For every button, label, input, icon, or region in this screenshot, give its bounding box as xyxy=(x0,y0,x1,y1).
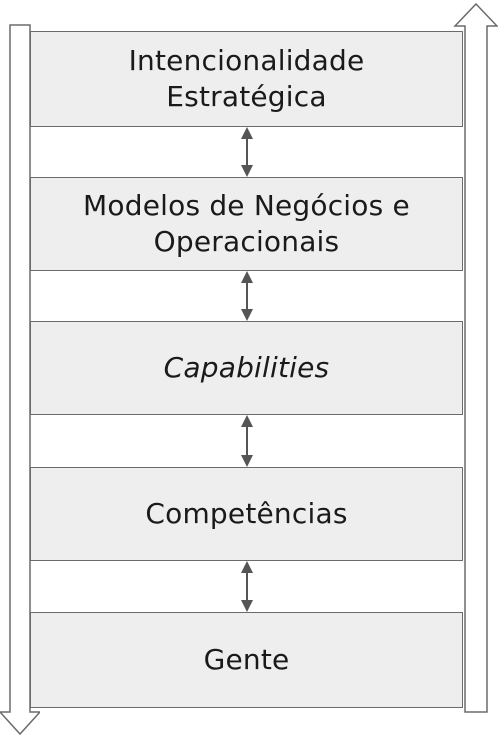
layer-competencias: Competências xyxy=(30,467,463,561)
double-arrow-icon xyxy=(241,271,253,321)
layer-label: Competências xyxy=(145,496,348,530)
layer-label: Modelos de Negócios e Operacionais xyxy=(83,188,410,258)
layer-label: Capabilities xyxy=(163,350,330,384)
layer-gente: Gente xyxy=(30,612,463,708)
layer-label: Intencionalidade Estratégica xyxy=(128,43,365,113)
layer-capabilities: Capabilities xyxy=(30,321,463,415)
double-arrow-icon xyxy=(241,127,253,177)
layer-modelos-de-negocios: Modelos de Negócios e Operacionais xyxy=(30,177,463,271)
double-arrow-icon xyxy=(241,415,253,467)
layer-label: Gente xyxy=(203,642,290,676)
up-arrow-icon xyxy=(453,2,498,713)
double-arrow-icon xyxy=(241,561,253,612)
layer-intencionalidade-estrategica: Intencionalidade Estratégica xyxy=(30,31,463,127)
